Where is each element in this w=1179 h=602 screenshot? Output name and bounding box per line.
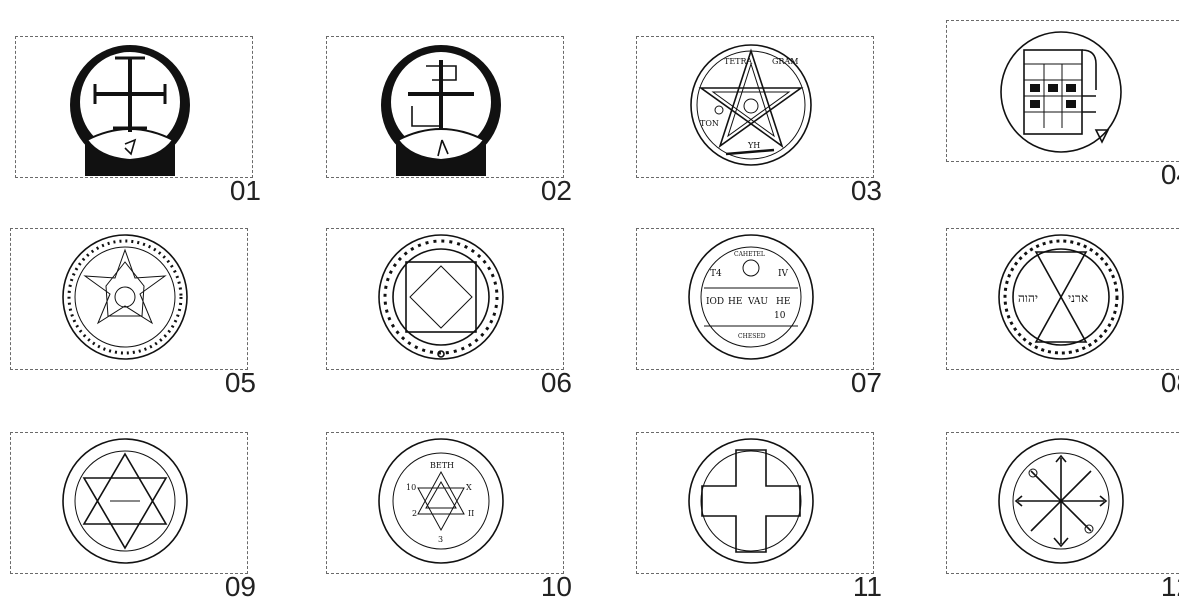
seal-10-icon: BETH 10 X II 2 3 — [376, 432, 506, 570]
seal-number: 05 — [186, 368, 256, 398]
seal-03-pentagram-icon: TETRA GRAM TON YH — [686, 36, 816, 174]
seal-number: 04 — [1122, 160, 1179, 190]
inscription: יהוה — [1018, 291, 1038, 305]
inscription: CAHETEL — [734, 251, 765, 258]
inscription: T4 — [710, 269, 722, 279]
inscription: IOD — [706, 297, 724, 307]
seal-number: 09 — [186, 572, 256, 602]
seal-number: 06 — [502, 368, 572, 398]
seal-12-icon — [996, 432, 1126, 570]
seal-number: 01 — [191, 176, 261, 206]
seal-07-icon: CAHETEL T4 IV IOD HE VAU HE 10 CHESED — [686, 228, 816, 366]
seal-number: 07 — [812, 368, 882, 398]
inscription: HE — [728, 297, 742, 307]
inscription: HE — [776, 297, 790, 307]
inscription: II — [468, 509, 474, 518]
seal-11-cross-icon — [686, 432, 816, 570]
inscription: 10 — [406, 483, 416, 492]
seal-panel-08: יהוה ארני 08 — [938, 218, 1179, 398]
seal-02-icon — [376, 36, 506, 174]
seal-panel-04: 04 — [938, 10, 1179, 190]
inscription: TON — [700, 119, 719, 128]
seal-panel-12: 12 — [938, 422, 1179, 602]
seal-08-hourglass-icon: יהוה ארני — [996, 228, 1126, 366]
inscription: 10 — [774, 311, 786, 321]
seal-number: 11 — [812, 572, 882, 602]
inscription: YH — [747, 141, 760, 150]
seal-number: 03 — [812, 176, 882, 206]
seal-number: 02 — [502, 176, 572, 206]
seal-panel-10: BETH 10 X II 2 3 10 — [318, 422, 583, 602]
seal-09-hexagram-icon — [60, 432, 190, 570]
seal-panel-01: 01 — [7, 26, 272, 206]
seal-panel-05: 05 — [2, 218, 267, 398]
inscription: CHESED — [738, 333, 766, 340]
seal-panel-06: 06 — [318, 218, 583, 398]
inscription: BETH — [430, 461, 454, 470]
inscription: 2 — [412, 509, 417, 518]
seal-panel-03: TETRA GRAM TON YH 03 — [628, 26, 893, 206]
seal-number: 12 — [1122, 572, 1179, 602]
seal-04-icon — [996, 20, 1126, 158]
seal-06-icon — [376, 228, 506, 366]
seal-05-star-icon — [60, 228, 190, 366]
inscription: ארני — [1068, 291, 1088, 305]
inscription: X — [466, 483, 472, 492]
seal-number: 08 — [1122, 368, 1179, 398]
seal-panel-07: CAHETEL T4 IV IOD HE VAU HE 10 CHESED 07 — [628, 218, 893, 398]
inscription: VAU — [747, 297, 768, 307]
seal-panel-09: 09 — [2, 422, 267, 602]
inscription: TETRA — [724, 57, 753, 66]
inscription: IV — [778, 269, 789, 279]
inscription: 3 — [438, 535, 443, 544]
inscription: GRAM — [772, 57, 798, 66]
seal-01-icon — [65, 36, 195, 174]
seal-panel-11: 11 — [628, 422, 893, 602]
seal-panel-02: 02 — [318, 26, 583, 206]
seal-number: 10 — [502, 572, 572, 602]
